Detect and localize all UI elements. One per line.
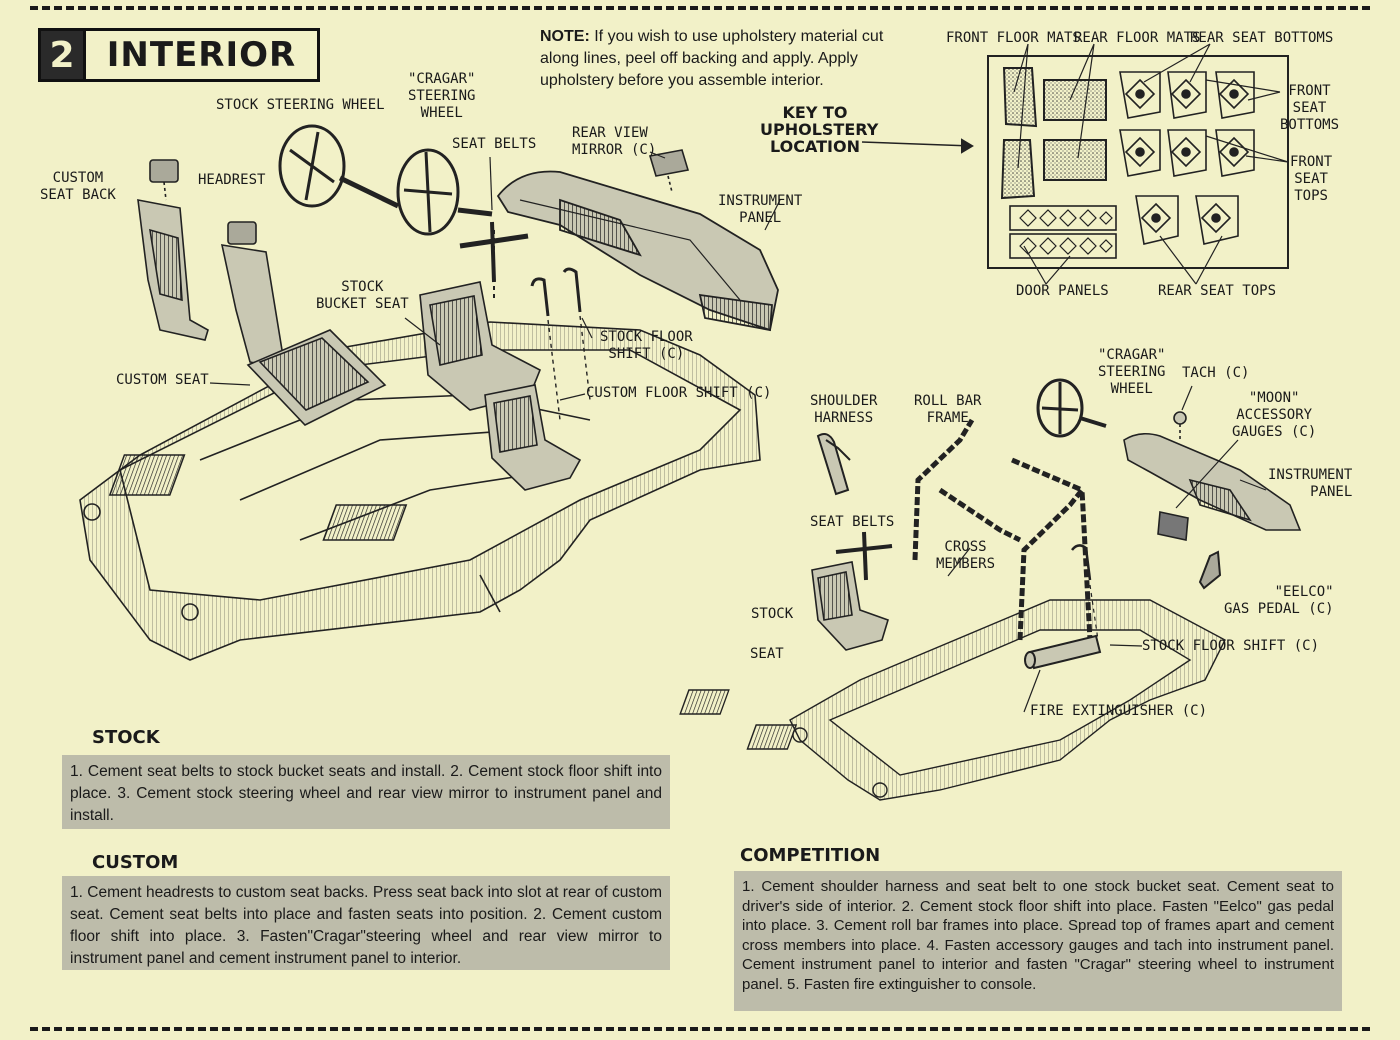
label-cross-members: CROSS MEMBERS — [936, 539, 996, 572]
label-stock-bucket-seat: STOCK BUCKET SEAT — [316, 279, 409, 312]
cragar-wheel-right — [1036, 378, 1107, 438]
custom-seat — [246, 329, 387, 426]
key-title: KEY TO UPHOLSTERY LOCATION — [760, 103, 879, 156]
stock-bucket-seat — [419, 281, 582, 491]
label-tach: TACH (C) — [1182, 365, 1250, 381]
label-moon-gauges: "MOON" ACCESSORY GAUGES (C) — [1232, 390, 1317, 440]
fire-extinguisher-part — [1024, 634, 1102, 670]
label-front-seat-bottoms: FRONT SEAT BOTTOMS — [1280, 83, 1340, 133]
label-shoulder-harness: SHOULDER HARNESS — [810, 393, 878, 426]
gas-pedal-part — [1198, 550, 1222, 590]
label-roll-bar-frame: ROLL BAR FRAME — [914, 393, 982, 426]
instrument-panel — [496, 170, 779, 332]
bottom-dashed-border — [30, 1027, 1370, 1031]
label-rear-view-mirror: REAR VIEW MIRROR (C) — [572, 125, 657, 158]
label-stock-floor-shift: STOCK FLOOR SHIFT (C) — [600, 329, 693, 362]
label-rear-seat-tops: REAR SEAT TOPS — [1158, 283, 1277, 299]
label-custom-floor-shift: CUSTOM FLOOR SHIFT (C) — [586, 385, 772, 401]
seat-belts-part — [459, 221, 529, 300]
section-number: 2 — [41, 31, 86, 79]
label-stock-steering-wheel: STOCK STEERING WHEEL — [216, 97, 385, 113]
section-title: 2 INTERIOR — [38, 28, 320, 82]
label-seat-belts: SEAT BELTS — [452, 136, 537, 152]
note-text: If you wish to use upholstery material c… — [540, 28, 884, 89]
instrument-panel-right — [1123, 432, 1302, 541]
label-front-seat-tops: FRONT SEAT TOPS — [1290, 154, 1333, 204]
seat-belts-right — [835, 531, 893, 581]
tach-part — [1173, 411, 1187, 440]
label-rear-floor-mats: REAR FLOOR MATS — [1074, 30, 1201, 46]
label-cragar-wheel-right: "CRAGAR" STEERING WHEEL — [1098, 347, 1166, 397]
stock-steering-wheel — [278, 124, 400, 209]
stock-seat-right — [811, 561, 889, 651]
label-door-panels: DOOR PANELS — [1016, 283, 1109, 299]
note-prefix: NOTE: — [540, 28, 590, 45]
label-stock: STOCK — [751, 606, 794, 622]
label-headrest: HEADREST — [198, 172, 266, 188]
upholstery-note: NOTE: If you wish to use upholstery mate… — [540, 26, 924, 92]
label-custom-seat: CUSTOM SEAT — [116, 372, 209, 388]
label-seat: SEAT — [750, 646, 784, 662]
shoulder-harness — [816, 433, 851, 496]
label-front-floor-mats: FRONT FLOOR MATS — [946, 30, 1081, 46]
label-fire-extinguisher: FIRE EXTINGUISHER (C) — [1030, 703, 1208, 719]
top-dashed-border — [30, 6, 1370, 10]
cragar-steering-wheel — [396, 148, 493, 236]
label-instrument-panel: INSTRUMENT PANEL — [718, 193, 803, 226]
heading-competition: COMPETITION — [740, 845, 881, 866]
interior-tub-right — [679, 599, 1226, 801]
leader-lines-right — [947, 385, 1267, 713]
section-title-text: INTERIOR — [106, 35, 297, 75]
upholstery-key — [861, 43, 1289, 285]
instructions-custom: 1. Cement headrests to custom seat backs… — [62, 876, 670, 970]
label-custom-seat-back: CUSTOM SEAT BACK — [40, 170, 116, 203]
heading-stock: STOCK — [92, 727, 160, 748]
interior-tub-left — [79, 321, 761, 661]
label-eelco-gas-pedal: "EELCO" GAS PEDAL (C) — [1224, 584, 1334, 617]
heading-custom: CUSTOM — [92, 852, 179, 873]
label-cragar-steering-wheel: "CRAGAR" STEERING WHEEL — [408, 71, 476, 121]
label-instrument-panel-right: INSTRUMENT PANEL — [1268, 467, 1353, 500]
floor-shifts — [530, 267, 591, 421]
label-seat-belts-right: SEAT BELTS — [810, 514, 895, 530]
instructions-competition: 1. Cement shoulder harness and seat belt… — [734, 871, 1342, 1011]
floor-shift-right — [1071, 544, 1099, 641]
roll-bar-frame — [912, 418, 1093, 641]
instructions-stock: 1. Cement seat belts to stock bucket sea… — [62, 755, 670, 829]
label-rear-seat-bottoms: REAR SEAT BOTTOMS — [1190, 30, 1334, 46]
label-stock-floor-shift-right: STOCK FLOOR SHIFT (C) — [1142, 638, 1320, 654]
rear-view-mirror — [648, 149, 690, 193]
custom-seat-back — [137, 159, 209, 341]
leader-lines-left — [209, 151, 781, 401]
